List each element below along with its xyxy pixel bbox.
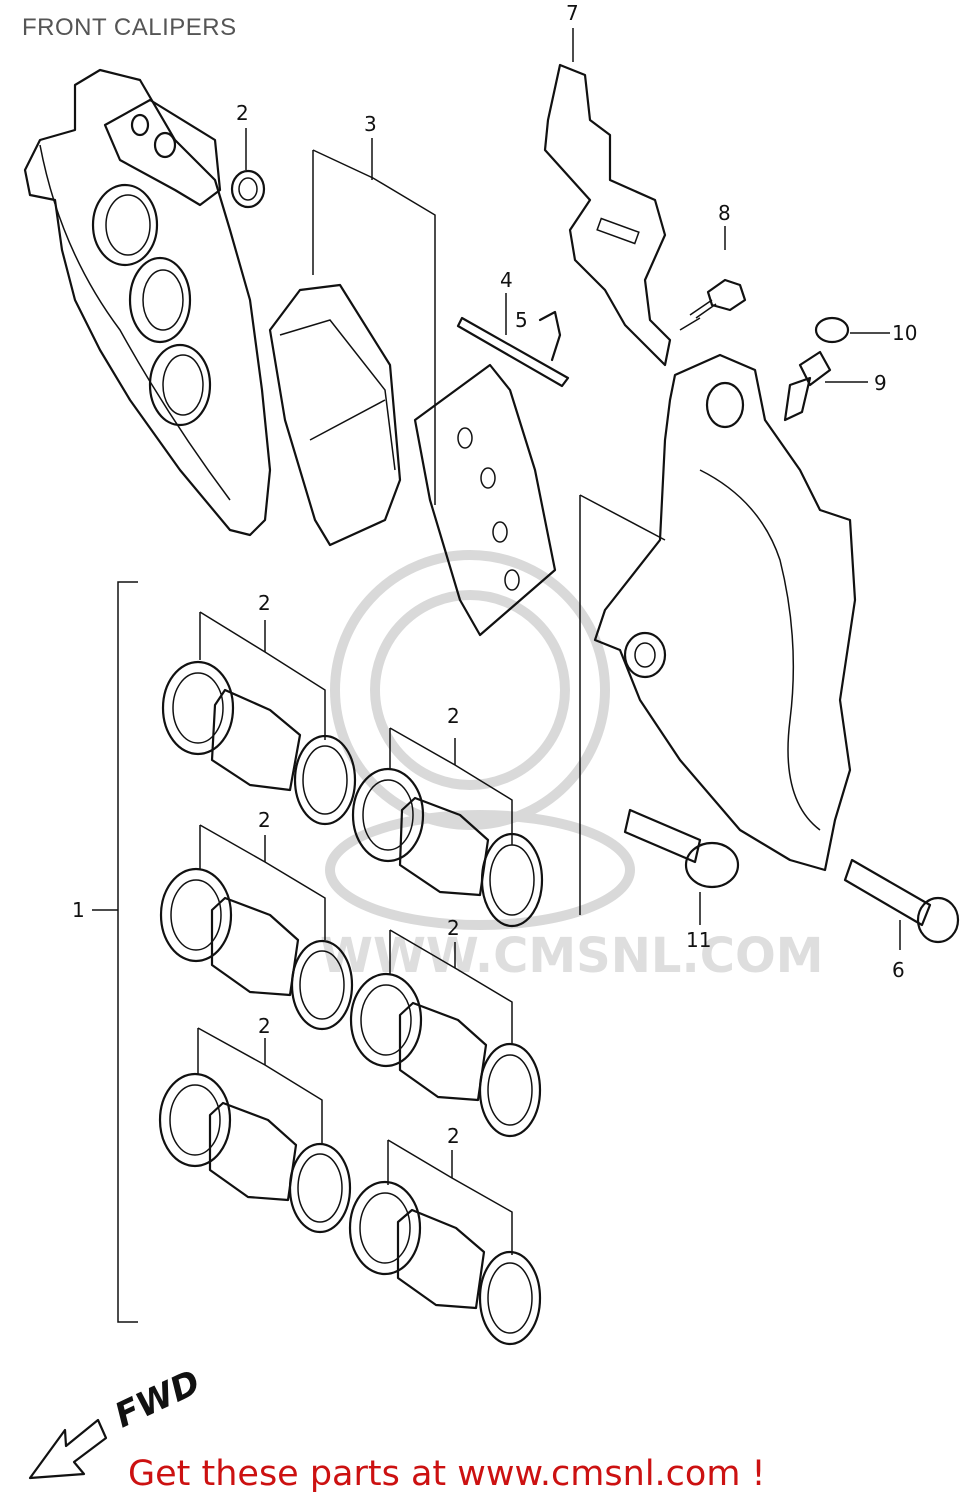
callout-5: 5 (515, 308, 528, 332)
callout-2: 2 (447, 1124, 460, 1148)
diagram-title: FRONT CALIPERS (22, 14, 237, 41)
piston-group-4 (349, 929, 542, 1138)
callout-2: 2 (447, 704, 460, 728)
callout-2: 2 (258, 808, 271, 832)
seal-top (230, 128, 266, 209)
callout-2: 2 (447, 916, 460, 940)
bleeder-cap (814, 316, 890, 344)
piston-group-5 (158, 1027, 352, 1234)
caliper-bracket (543, 28, 672, 367)
callout-8: 8 (718, 201, 731, 225)
piston-set-bracket (92, 581, 138, 1323)
callout-11: 11 (686, 928, 711, 952)
callout-9: 9 (874, 371, 887, 395)
piston-group-6 (348, 1139, 542, 1346)
brake-pads (268, 138, 557, 637)
bracket-bolt (679, 226, 747, 331)
callout-numbers: 2 3 4 5 7 8 10 9 2 2 2 2 2 2 1 11 6 (72, 1, 917, 1148)
callout-1: 1 (72, 898, 85, 922)
callout-2: 2 (258, 591, 271, 615)
callout-3: 3 (364, 112, 377, 136)
pad-pin-and-clip (456, 293, 570, 388)
callout-6: 6 (892, 958, 905, 982)
callout-4: 4 (500, 268, 513, 292)
mounting-bolt-11 (623, 808, 740, 925)
piston-group-2 (351, 727, 544, 928)
callout-2: 2 (258, 1014, 271, 1038)
caliper-half-right (579, 353, 857, 915)
callout-2: 2 (236, 101, 249, 125)
watermark-logo: WWW.CMSNL.COM (320, 550, 824, 984)
piston-group-1 (161, 611, 357, 826)
caliper-half-left (23, 68, 272, 537)
callout-7: 7 (566, 1, 579, 25)
callout-10: 10 (892, 321, 917, 345)
bleeder-valve (783, 350, 868, 422)
parts-link-text[interactable]: Get these parts at www.cmsnl.com ! (128, 1454, 766, 1494)
fwd-label: FWD (109, 1362, 207, 1436)
mounting-bolt-6 (843, 858, 960, 950)
piston-group-3 (159, 824, 354, 1031)
